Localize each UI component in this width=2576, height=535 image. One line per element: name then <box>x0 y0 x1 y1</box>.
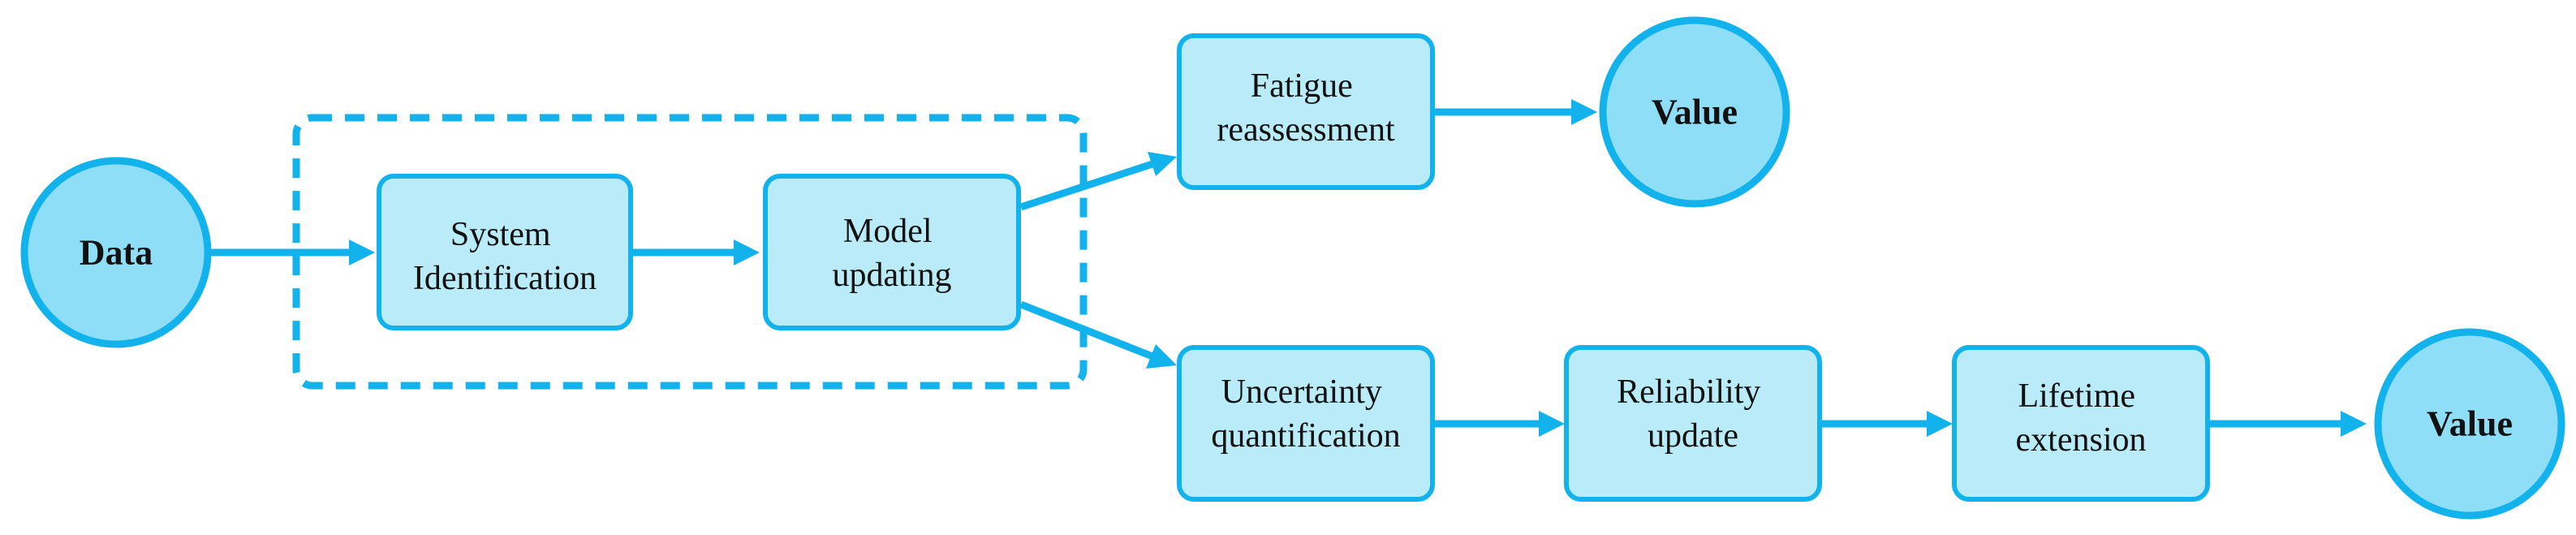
arrowhead-data-to-system-identification <box>349 239 375 265</box>
node-data-label: Data <box>80 233 153 273</box>
svg-text:Model updating: Model updating <box>833 213 952 294</box>
svg-text:Reliability update: Reliability update <box>1617 373 1769 455</box>
arrowhead-lifetime-extension-to-value-bottom <box>2341 411 2367 437</box>
node-model-updating-line-2: updating <box>833 257 952 294</box>
node-lifetime-extension-line-2: extension <box>2016 421 2147 459</box>
arrowhead-reliability-update-to-lifetime-extension <box>1927 411 1953 437</box>
node-uncertainty-quantification: Uncertainty quantification <box>1177 345 1435 502</box>
node-reliability-update-line-1: Reliability <box>1617 373 1760 411</box>
node-value-bottom: Value <box>2374 328 2565 520</box>
node-fatigue-reassessment-line-2: reassessment <box>1217 111 1395 149</box>
node-system-identification-line-2: Identification <box>413 260 597 297</box>
arrowhead-model-updating-to-uncertainty-quantification <box>1146 344 1177 369</box>
node-reliability-update: Reliability update <box>1564 345 1822 502</box>
arrowhead-uncertainty-quantification-to-reliability-update <box>1539 411 1565 437</box>
svg-text:Uncertainty quantificati: Uncertainty quantification <box>1211 373 1400 455</box>
arrowhead-fatigue-reassessment-to-value-top <box>1571 99 1597 125</box>
node-fatigue-reassessment-line-1: Fatigue <box>1251 67 1353 105</box>
node-lifetime-extension-line-1: Lifetime <box>2018 378 2135 415</box>
edge-model-updating-to-uncertainty-quantification <box>1019 300 1154 360</box>
node-value-bottom-label: Value <box>2427 404 2513 444</box>
node-system-identification-line-1: System <box>450 216 551 253</box>
node-uncertainty-quantification-line-1: Uncertainty <box>1221 373 1382 411</box>
arrowhead-model-updating-to-fatigue-reassessment <box>1148 152 1177 176</box>
node-fatigue-reassessment: Fatigue reassessment <box>1177 33 1435 190</box>
node-lifetime-extension: Lifetime extension <box>1952 345 2210 502</box>
svg-text:Lifetime extension: Lifetime extension <box>2016 378 2147 459</box>
svg-text:Fatigue reassessment: Fatigue reassessment <box>1217 67 1395 149</box>
node-reliability-update-line-2: update <box>1648 417 1738 455</box>
edges <box>211 99 2367 437</box>
arrowhead-system-identification-to-model-updating <box>734 239 760 265</box>
edge-model-updating-to-fatigue-reassessment <box>1019 160 1154 211</box>
svg-text:System Identification: System Identification <box>413 216 597 297</box>
node-data: Data <box>20 157 212 348</box>
node-value-top: Value <box>1599 16 1790 208</box>
node-model-updating: Model updating <box>763 174 1021 330</box>
node-uncertainty-quantification-line-2: quantification <box>1211 417 1400 455</box>
node-system-identification: System Identification <box>377 174 633 330</box>
node-model-updating-line-1: Model <box>843 213 933 250</box>
node-value-top-label: Value <box>1652 93 1738 132</box>
